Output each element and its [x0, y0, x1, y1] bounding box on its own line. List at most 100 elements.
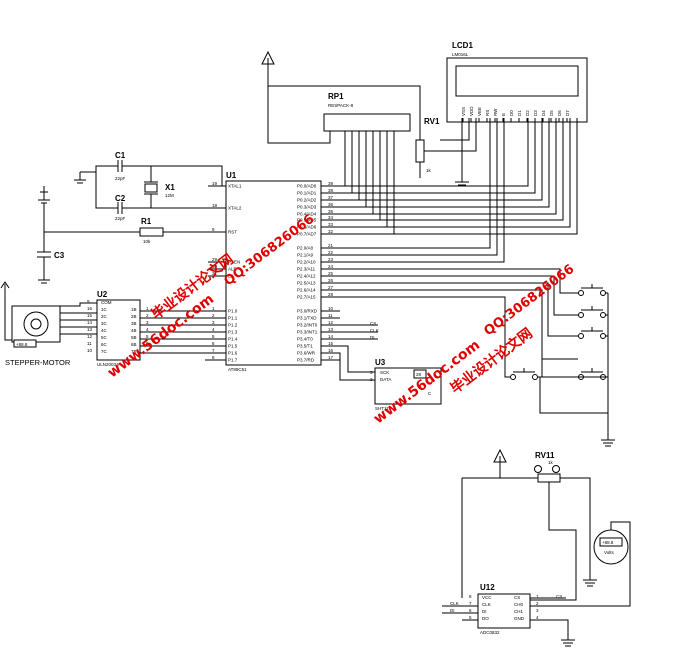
u3-pin-sck: SCK [380, 370, 389, 375]
u2-name-right-7: 7B [131, 349, 137, 354]
lcd-screen [455, 65, 579, 97]
u1-pin-name-24: P2.3/A11 [297, 267, 316, 272]
watermark-right: www.56doc.com 毕业设计论文网 QQ:306826066 [371, 262, 577, 427]
buttons-ground [601, 293, 615, 447]
u1-pin-num-12: 12 [328, 320, 334, 325]
u2-name-right-2: 2B [131, 314, 137, 319]
u12-ref: U12 [480, 583, 495, 592]
u2-num-right-1: 1 [146, 306, 149, 311]
u2-num-right-3: 3 [146, 320, 149, 325]
u1-pin-num-1: 1 [212, 306, 215, 311]
u3-wires [321, 345, 375, 381]
u2-name-left-3: 3C [101, 321, 108, 326]
lcd-vdd-wire [440, 118, 470, 141]
lcd-rs-wire [321, 118, 491, 249]
u1-pin-name-26: P2.5/A13 [297, 281, 316, 286]
keypad-buttons [321, 268, 615, 447]
p1-to-uln-wires [140, 310, 226, 333]
u12-clk-net: CLK [450, 601, 459, 606]
u1-pin-num-2: 2 [212, 313, 215, 318]
button-actuator [581, 327, 603, 332]
u2-name-left-4: 4C [101, 328, 108, 333]
u2-name-left-5: 5C [101, 335, 108, 340]
u2-num-left-4: 13 [87, 327, 93, 332]
u1-pin-name-14: P3.4/T0 [297, 337, 313, 342]
u1-pin-name-25: P2.4/A12 [297, 274, 316, 279]
u2-name-left-6: 6C [101, 342, 108, 347]
rp1-ref: RP1 [328, 92, 344, 101]
u1-pin-name-5: P1.4 [228, 337, 238, 342]
button-contact-right [600, 290, 606, 296]
u1-pin-name-18: XTAL2 [228, 206, 242, 211]
vcc-top-symbol [261, 50, 275, 86]
u1-pin-num-33: 33 [328, 222, 334, 227]
u1-pin-name-23: P2.2/A10 [297, 260, 316, 265]
u12-ground [530, 619, 575, 647]
u1-pin-num-15: 15 [328, 341, 334, 346]
u1-body [225, 180, 322, 366]
stepper-motor: +88.8 STEPPER-MOTOR [0, 281, 97, 367]
potentiometer-rv11: RV11 1k [461, 448, 597, 601]
lcd-pin-d3: D3 [533, 110, 538, 116]
lcd-pin-d0: D0 [509, 110, 514, 116]
u12-cs-net: CS [556, 594, 562, 599]
u1-pin-num-14: 14 [328, 334, 334, 339]
u2-num-left-3: 14 [87, 320, 93, 325]
u3-readout: 28 [416, 372, 422, 377]
p3-net-stubs [321, 324, 378, 340]
voltmeter-display [599, 537, 623, 547]
rv11-value: 1k [548, 460, 554, 465]
u1-pin-num-18: 18 [212, 203, 218, 208]
u3-part: SHT11 [375, 406, 389, 411]
oscillator-circuit: C1 22pF C2 22pF X1 12M [74, 151, 226, 221]
rp1-pullup-wires [344, 131, 395, 234]
c2-value: 22pF [115, 216, 126, 221]
u1-pin-num-4: 4 [212, 327, 215, 332]
sensor-u3: U3 SCK DATA 3 2 28 C SHT11 [321, 345, 442, 411]
r1-ref: R1 [141, 217, 152, 226]
u12-pin-num-1: 1 [536, 594, 539, 599]
lcd-d2-wire [359, 118, 543, 201]
vcc-to-rv1-wire [268, 85, 421, 140]
lcd-d1-wire [352, 118, 536, 194]
rv11-ground-wire [560, 477, 597, 587]
u1-pin-name-22: P2.1/A9 [297, 253, 314, 258]
u12-pin-name-ch0: CH0 [514, 602, 523, 607]
u2-name-right-4: 4B [131, 328, 137, 333]
u1-pin-name-35: P0.4/AD4 [297, 212, 317, 217]
c2-ref: C2 [115, 194, 126, 203]
u1-pin-name-21: P2.0/A8 [297, 246, 314, 251]
u2-num-right-4: 4 [146, 327, 149, 332]
u1-pin-name-10: P3.0/RXD [297, 309, 318, 314]
motor-vcc-symbol [0, 281, 10, 292]
c3-wire [37, 203, 51, 284]
u1-pin-name-36: P0.3/AD3 [297, 205, 317, 210]
voltmeter-body [593, 529, 629, 565]
u2-num-right-5: 5 [146, 334, 149, 339]
c1-wire [80, 160, 226, 187]
lcd-pin-rs: RS [485, 110, 490, 116]
net-label-di: DI [370, 335, 375, 340]
p2-6-branch [541, 359, 578, 378]
lcd-pin-d5: D5 [549, 110, 554, 116]
rp1-body [323, 113, 411, 132]
u1-pin-num-10: 10 [328, 306, 334, 311]
rv1-body [415, 139, 425, 163]
u1-pin-num-16: 16 [328, 348, 334, 353]
button-actuator [581, 368, 603, 373]
u2-part: ULN2003A [97, 362, 119, 367]
adc-vcc-wire [461, 462, 538, 598]
u1-pin-name-31: EA [228, 274, 234, 279]
u1-pin-name-6: P1.5 [228, 344, 238, 349]
c3-ref: C3 [54, 251, 65, 260]
u1-pin-name-15: P3.5/T1 [297, 344, 313, 349]
button-contact-right [532, 374, 538, 380]
resistor-pack-rp1: RP1 RESPACK-8 [267, 86, 411, 234]
lcd-e-wire [321, 118, 505, 263]
p2-6-wire [321, 289, 578, 360]
adc-vcc-symbol [493, 448, 507, 463]
p2-3-wire [321, 268, 578, 294]
u12-pin-num-4: 4 [536, 615, 539, 620]
r1-value: 10k [143, 239, 151, 244]
